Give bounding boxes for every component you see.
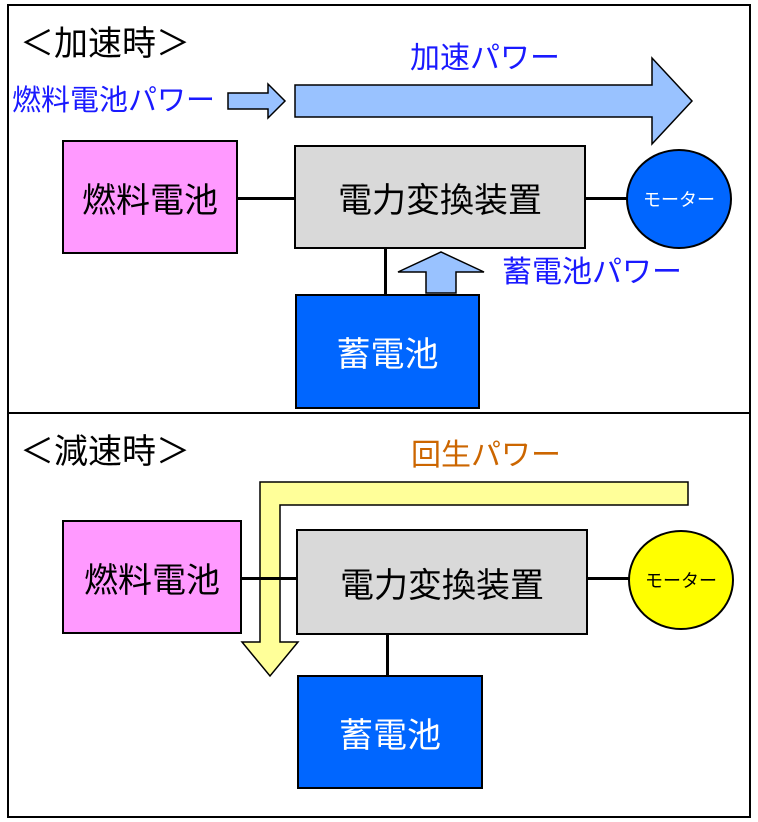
fuel-cell-box: 燃料電池 <box>62 520 242 634</box>
motor-circle: モーター <box>626 149 732 249</box>
fuel-converter-line <box>241 577 297 580</box>
converter-motor-line <box>587 577 629 580</box>
deceleration-title: ＜減速時＞ <box>20 432 190 472</box>
converter-battery-line <box>386 634 389 676</box>
fuel-cell-power-label: 燃料電池パワー <box>12 83 216 117</box>
motor-circle: モーター <box>628 530 734 630</box>
converter-motor-line <box>585 197 627 200</box>
acceleration-power-arrow <box>294 56 694 146</box>
acceleration-power-label: 加速パワー <box>410 41 560 76</box>
battery-box: 蓄電池 <box>297 675 483 789</box>
regenerative-power-label: 回生パワー <box>411 438 561 473</box>
regenerative-power-arrow <box>240 481 689 678</box>
fuel-cell-power-arrow <box>227 82 287 120</box>
battery-power-label: 蓄電池パワー <box>502 255 682 290</box>
fuel-cell-box: 燃料電池 <box>62 140 238 254</box>
power-converter-box: 電力変換装置 <box>294 145 586 249</box>
power-converter-box: 電力変換装置 <box>296 529 588 635</box>
fuel-converter-line <box>238 197 295 200</box>
acceleration-title: ＜加速時＞ <box>20 24 190 64</box>
converter-battery-line <box>384 248 387 295</box>
battery-power-arrow <box>397 251 485 294</box>
battery-box: 蓄電池 <box>295 294 480 409</box>
